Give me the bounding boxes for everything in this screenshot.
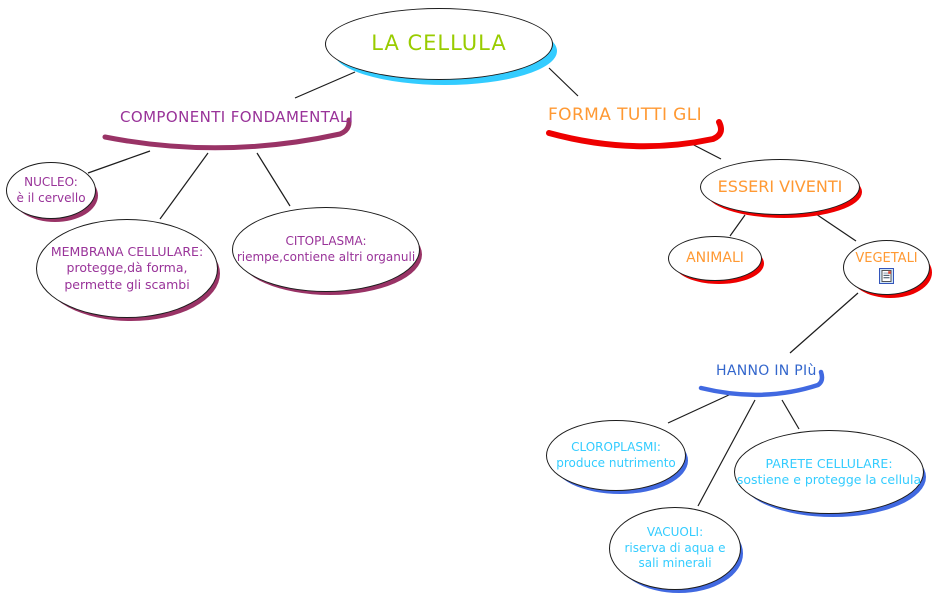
node-body: produce nutrimento — [556, 455, 676, 470]
connector-componenti-membrana — [159, 152, 209, 220]
connector-esseri-vegetali — [812, 211, 857, 242]
node-vegetali[interactable]: VEGETALI — [843, 240, 930, 295]
node-label: COMPONENTI FONDAMENTALI — [120, 108, 354, 126]
node-nucleo[interactable]: NUCLEO: è il cervello — [6, 162, 96, 219]
node-title: PARETE CELLULARE: — [765, 455, 893, 471]
node-title: CITOPLASMA: — [285, 233, 367, 248]
connector-root-forma — [548, 67, 579, 97]
node-forma-tutti-gli[interactable]: FORMA TUTTI GLI — [548, 105, 702, 125]
node-parete-cellulare[interactable]: PARETE CELLULARE: sostiene e protegge la… — [734, 430, 924, 514]
node-title: CLOROPLASMI: — [571, 439, 661, 454]
node-esseri-viventi[interactable]: ESSERI VIVENTI — [700, 159, 860, 215]
node-la-cellula[interactable]: LA CELLULA — [325, 8, 553, 80]
node-label: HANNO IN PIù — [716, 363, 817, 379]
connector-root-componenti — [294, 71, 356, 99]
node-body: protegge,dà forma, — [66, 260, 188, 276]
node-body: è il cervello — [16, 190, 86, 205]
forma-underline-arc — [546, 119, 724, 150]
connector-componenti-nucleo — [87, 150, 151, 174]
node-body: riserva di aqua e — [624, 540, 726, 555]
node-label: VEGETALI — [855, 250, 918, 266]
connector-hanno-vacuoli — [697, 399, 756, 507]
connector-hanno-cloroplasmi — [667, 393, 732, 424]
node-title: MEMBRANA CELLULARE: — [50, 244, 204, 260]
node-citoplasma[interactable]: CITOPLASMA: riempe,contiene altri organu… — [232, 207, 420, 292]
connector-esseri-animali — [729, 214, 746, 237]
node-title: VACUOLI: — [646, 525, 704, 540]
node-componenti-fondamentali[interactable]: COMPONENTI FONDAMENTALI — [120, 108, 353, 126]
node-hanno-in-piu[interactable]: HANNO IN PIù — [716, 363, 817, 379]
node-title: NUCLEO: — [24, 174, 78, 189]
connector-componenti-citoplasma — [256, 152, 291, 207]
node-body: sali minerali — [638, 556, 712, 571]
node-vacuoli[interactable]: VACUOLI: riserva di aqua e sali minerali — [609, 507, 741, 590]
node-body: permette gli scambi — [64, 276, 190, 292]
node-label: FORMA TUTTI GLI — [548, 105, 703, 125]
node-label: LA CELLULA — [371, 31, 507, 56]
connector-vegetali-hanno — [789, 292, 859, 354]
node-body: sostiene e protegge la cellula — [736, 472, 922, 487]
node-label: ANIMALI — [686, 250, 744, 267]
node-body: riempe,contiene altri organuli — [236, 249, 416, 264]
node-animali[interactable]: ANIMALI — [668, 236, 762, 281]
componenti-underline-arc — [102, 117, 352, 151]
node-label: ESSERI VIVENTI — [717, 176, 843, 196]
hanno-underline-arc — [698, 369, 825, 398]
notes-icon[interactable] — [879, 268, 894, 285]
node-membrana-cellulare[interactable]: MEMBRANA CELLULARE: protegge,dà forma, p… — [36, 219, 218, 318]
connector-hanno-parete — [781, 399, 800, 430]
node-cloroplasmi[interactable]: CLOROPLASMI: produce nutrimento — [546, 420, 686, 491]
